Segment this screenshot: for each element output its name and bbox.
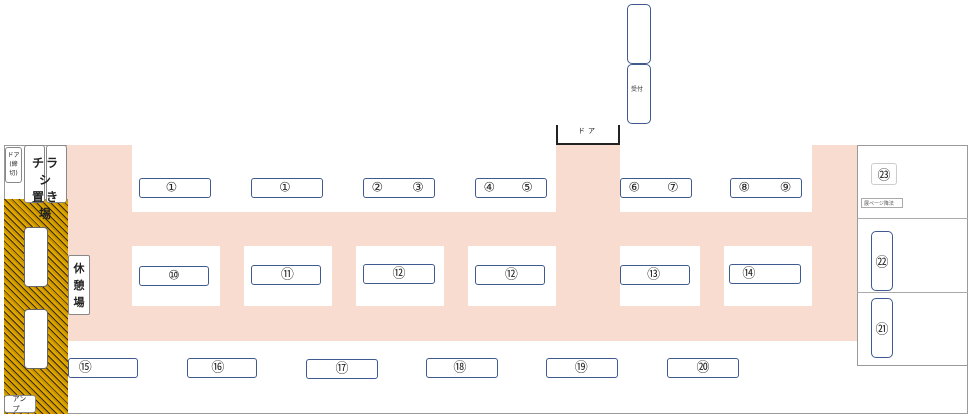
rest-area: 休 憩 場 [68,255,90,315]
table-19: ⑲ [546,358,618,378]
table-10: ⑩ [139,266,209,286]
table-18: ⑱ [426,358,498,378]
table-15: ⑮ [68,358,138,378]
table-22: ㉒ [871,231,893,291]
table-13: ⑬ [620,265,690,285]
flyer-rack-label: チラシ 置き場 [31,156,60,221]
left-wall-white-panel-1 [24,227,48,287]
right-room-divider-2 [857,292,968,293]
main-door: ドア [556,125,620,145]
reception-lower-table: 受付 [627,64,651,124]
table-12b: ⑫ [475,265,545,285]
table-11: ⑪ [251,265,321,285]
left-wall-white-panel-2 [24,309,48,369]
side-label-box: 展ページ降法 [861,198,903,208]
table-21: ㉑ [871,298,893,358]
flyer-rack-2 [46,145,67,203]
reception-upper-table [627,4,651,64]
side-door-label: ドア (締 切) [7,152,20,177]
right-room-divider-1 [857,218,968,219]
amp-label: アンプ [12,395,27,413]
table-17: ⑰ [306,359,378,379]
table-16: ⑯ [187,358,257,378]
side-door: ドア (締 切) [5,147,22,183]
rest-area-label: 休 憩 場 [73,262,85,309]
table-1a: ① [139,178,211,198]
table-14: ⑭ [729,264,801,284]
table-20: ⑳ [667,358,739,378]
main-door-label: ドア [578,127,598,135]
table-12a: ⑫ [363,264,435,284]
right-room [857,145,968,366]
table-23: ㉓ [871,163,897,185]
reception-label: 受付 [631,86,644,93]
flyer-rack [24,145,45,203]
amp: アンプ [4,395,36,413]
table-1b: ① [251,178,323,198]
